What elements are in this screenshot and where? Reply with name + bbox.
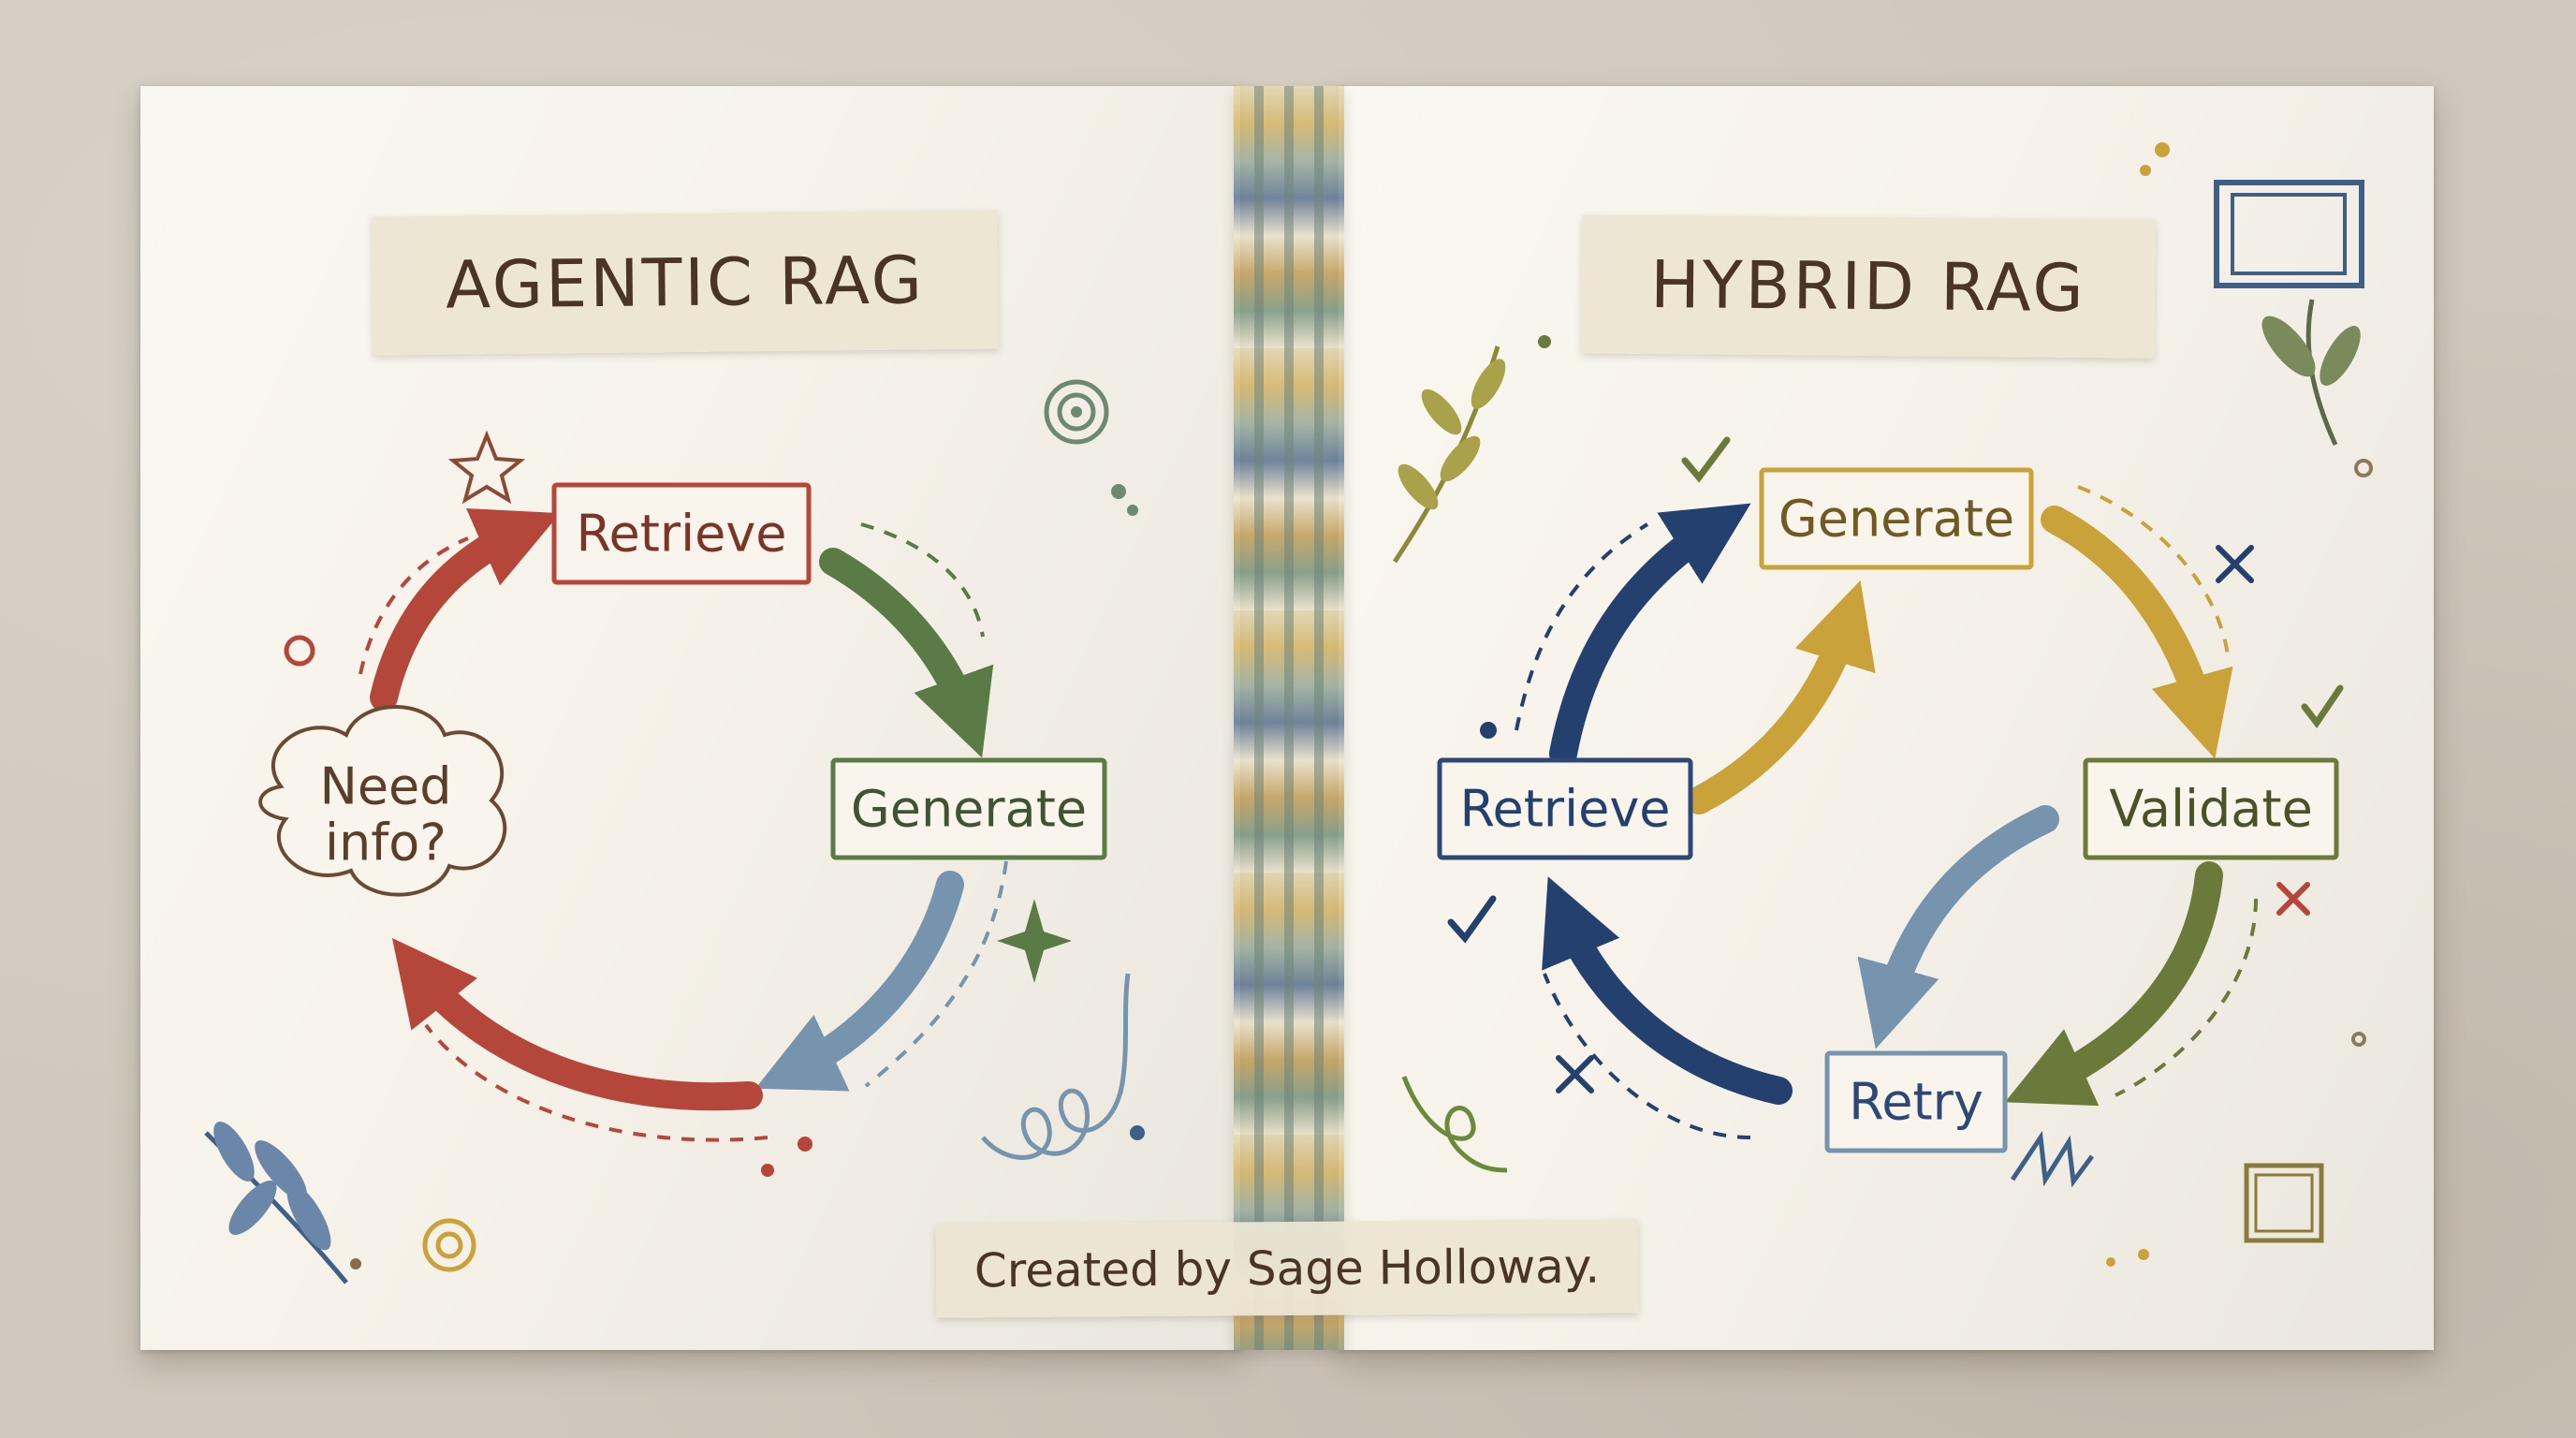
leaf-branch-icon	[204, 1122, 348, 1284]
need-info-line2: info?	[325, 814, 446, 873]
cross-icon	[1556, 1055, 1594, 1093]
leaf-branch-icon	[2261, 299, 2361, 447]
leaf-branch-icon	[1392, 345, 1506, 564]
hybrid-retry-label: Retry	[1849, 1073, 1983, 1132]
hybrid-validate-label: Validate	[2109, 780, 2313, 839]
arrow-need-to-retrieve	[370, 508, 561, 712]
arrow-bottom-to-need	[391, 938, 763, 1111]
star-icon	[447, 430, 526, 505]
arrow-retrieve-to-generate-outer	[1549, 503, 1751, 768]
agentic-generate-label: Generate	[851, 780, 1087, 839]
spiral-icon	[1044, 379, 1109, 445]
arrow-retrieve-to-generate-inner	[1685, 580, 1876, 814]
agentic-retrieve-label: Retrieve	[576, 505, 786, 564]
sparkle-icon	[997, 899, 1072, 983]
hybrid-rag-diagram: Generate Validate Retry Retrieve	[1392, 142, 2373, 1267]
need-info-cloud: Need info?	[258, 705, 507, 897]
loop-squiggle-icon	[981, 973, 1131, 1160]
frame-icon	[2214, 180, 2364, 288]
arrow-validate-to-retry-outer	[2004, 861, 2223, 1107]
curl-arrow-icon	[1401, 1076, 1508, 1173]
arrow-generate-to-validate	[2041, 506, 2233, 759]
hybrid-retrieve-node: Retrieve	[1437, 757, 1693, 860]
arrow-retrieve-to-generate	[819, 548, 994, 758]
square-doodle-icon	[2244, 1163, 2324, 1243]
scribble-icon	[2010, 1130, 2095, 1188]
agentic-rag-diagram: Retrieve Generate Need info?	[204, 379, 1145, 1284]
hybrid-retry-node: Retry	[1824, 1050, 2008, 1153]
agentic-retrieve-node: Retrieve	[551, 482, 812, 585]
cross-icon	[2216, 545, 2254, 583]
swirl-icon	[422, 1218, 476, 1272]
arrow-validate-to-retry	[1857, 805, 2059, 1049]
agentic-generate-node: Generate	[830, 757, 1107, 860]
checkmark-icon	[1681, 436, 1731, 483]
hybrid-retrieve-label: Retrieve	[1459, 780, 1670, 839]
hybrid-validate-node: Validate	[2083, 757, 2339, 860]
checkmark-icon	[2301, 684, 2344, 728]
arrow-retry-to-retrieve	[1542, 876, 1793, 1105]
hybrid-generate-label: Generate	[1778, 490, 2014, 549]
hybrid-generate-node: Generate	[1759, 467, 2034, 570]
arrow-generate-to-bottom	[754, 871, 964, 1092]
washi-tape-divider	[1234, 86, 1344, 1350]
cross-icon	[2276, 882, 2310, 916]
checkmark-icon	[1447, 895, 1497, 944]
need-info-line1: Need	[319, 757, 451, 816]
